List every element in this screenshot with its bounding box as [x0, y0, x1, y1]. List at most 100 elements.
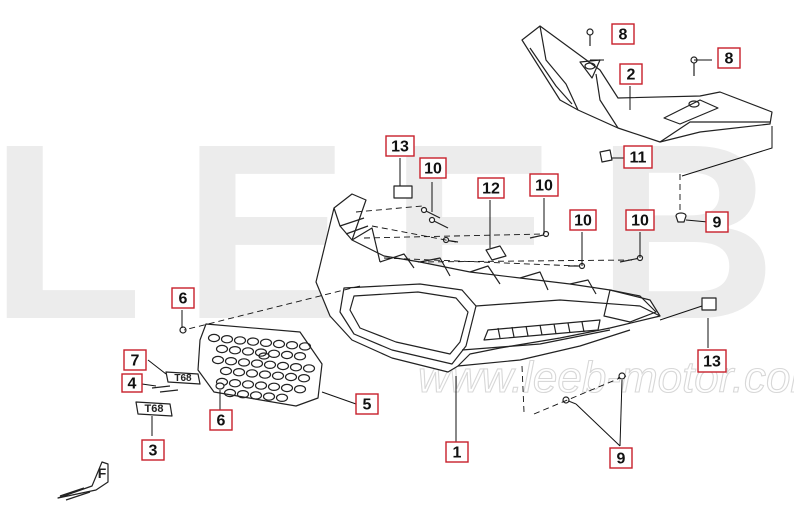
emblem-part-7: T68 [165, 371, 201, 385]
grille-cell [298, 342, 312, 351]
callout-c10c: 10 [569, 209, 597, 231]
callout-number: 5 [363, 397, 372, 414]
callout-c6b: 6 [209, 409, 233, 431]
callout-number: 7 [131, 353, 140, 370]
callout-c9a: 9 [705, 211, 729, 233]
callout-box [623, 145, 653, 169]
callout-c1: 1 [445, 441, 469, 463]
callout-c3: 3 [141, 439, 165, 461]
callout-number: 6 [217, 413, 226, 430]
callout-c8a: 8 [611, 23, 635, 45]
grille-cell [258, 370, 272, 379]
direction-letter: F [98, 465, 107, 481]
callout-box [611, 23, 635, 45]
callout-box [625, 209, 655, 231]
callout-box [529, 173, 559, 197]
grille-cell [228, 379, 242, 388]
callout-box [171, 287, 195, 309]
grille-cell [262, 392, 276, 401]
callout-number: 8 [619, 27, 628, 44]
clip-part-13-top [393, 185, 413, 199]
callout-number: 13 [391, 139, 409, 156]
grille-cell [250, 359, 264, 368]
front-bumper-part [315, 193, 661, 373]
callout-c9b: 9 [609, 447, 633, 469]
callout-c12: 12 [477, 177, 505, 199]
callout-number: 13 [703, 354, 721, 371]
callout-c13b: 13 [697, 349, 727, 373]
grille-cell [289, 363, 303, 372]
grille-cell [224, 357, 238, 366]
callout-number: 10 [574, 213, 592, 230]
grille-cell [232, 368, 246, 377]
grille-cell [211, 355, 225, 365]
grille-cell [276, 361, 290, 371]
callout-number: 3 [149, 443, 158, 460]
nut-part-11 [599, 149, 613, 163]
upper-spoiler-part [521, 25, 773, 143]
grille-cell [275, 393, 289, 402]
callout-box [569, 209, 597, 231]
callout-box [141, 439, 165, 461]
callout-c6a: 6 [171, 287, 195, 309]
callout-number: 9 [713, 215, 722, 232]
callout-box [705, 211, 729, 233]
callout-number: 11 [630, 150, 647, 167]
callout-c2: 2 [619, 63, 643, 85]
grille-mesh [207, 333, 316, 402]
grille-cell [254, 381, 268, 390]
grille-part [197, 323, 323, 407]
grille-cell [207, 333, 221, 343]
callout-number: 1 [453, 445, 462, 462]
callout-c8b: 8 [717, 47, 741, 69]
bracket-part-12 [485, 245, 507, 261]
grille-cell [285, 341, 299, 350]
grille-cell [223, 388, 237, 398]
callout-number: 10 [535, 178, 553, 195]
assembly-lines [183, 174, 681, 415]
callout-box [355, 393, 379, 415]
callout-number: 6 [179, 291, 188, 308]
callout-box [609, 447, 633, 469]
grille-cell [280, 350, 294, 360]
grille-cell [246, 337, 260, 346]
grille-cell [293, 385, 307, 394]
callout-c7: 7 [123, 349, 147, 371]
callout-c13a: 13 [385, 135, 415, 157]
grille-cell [271, 371, 285, 380]
grille-cell [272, 339, 286, 349]
callout-box [121, 373, 143, 393]
small-parts: T68 T68 [135, 28, 717, 417]
callout-number: 10 [631, 213, 649, 230]
callout-c5: 5 [355, 393, 379, 415]
callout-box [619, 63, 643, 85]
callout-c10a: 10 [419, 157, 447, 179]
grille-cell [241, 380, 255, 389]
grille-cell [237, 358, 251, 367]
callout-c10b: 10 [529, 173, 559, 197]
callout-box [697, 349, 727, 373]
grille-cell [245, 369, 259, 378]
emblem-text-upper: T68 [174, 373, 192, 384]
front-direction-marker: F [57, 461, 109, 501]
callout-box [477, 177, 505, 199]
grille-cell [297, 374, 311, 383]
callout-box [123, 349, 147, 371]
callout-box [445, 441, 469, 463]
emblem-text-lower: T68 [145, 403, 164, 415]
watermark-url: www.leeb-motor.com [418, 353, 794, 402]
leader-lines [141, 59, 773, 447]
grille-cell [228, 346, 242, 355]
grille-cell [280, 383, 294, 393]
grille-cell [249, 391, 263, 400]
grille-cell [302, 364, 316, 373]
grille-cell [215, 344, 229, 354]
grille-cell [284, 372, 298, 382]
grille-cell [293, 352, 307, 361]
callout-box [717, 47, 741, 69]
callout-number: 9 [617, 451, 626, 468]
grille-cell [219, 366, 233, 376]
grille-cell [263, 360, 277, 369]
